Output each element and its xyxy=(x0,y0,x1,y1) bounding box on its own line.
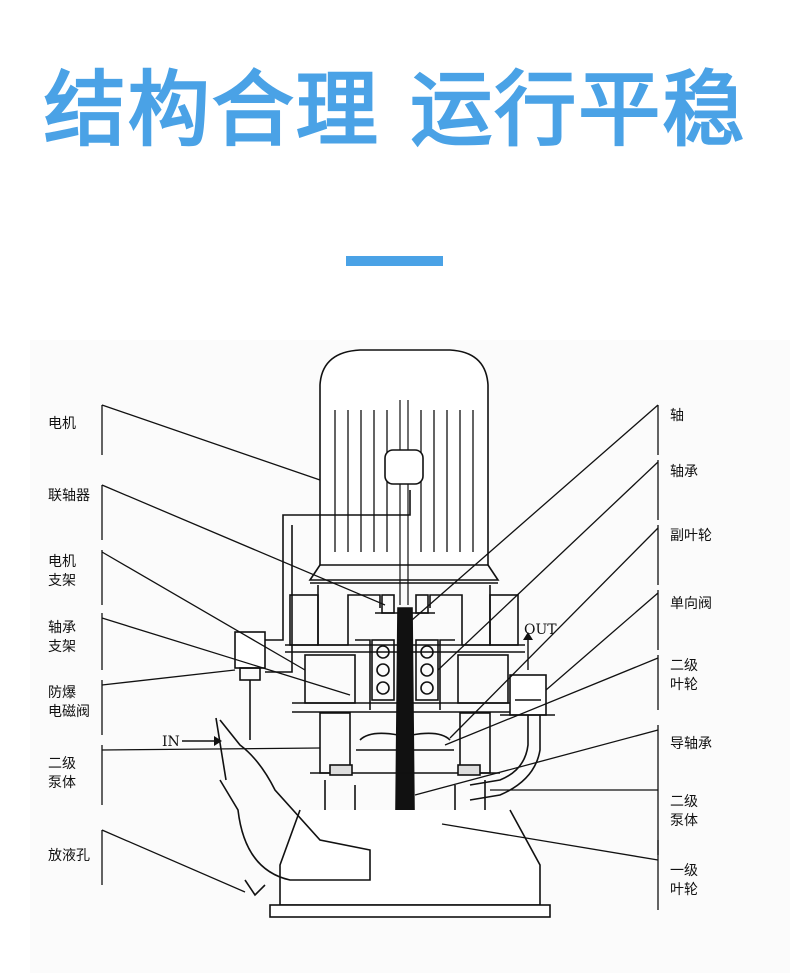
page-title: 结构合理 运行平稳 xyxy=(43,63,747,158)
label-line: 支架 xyxy=(48,573,76,589)
label-line: 二级 xyxy=(670,794,698,810)
bearing-part xyxy=(371,639,439,701)
label-line: 单向阀 xyxy=(670,596,712,612)
label-line: 导轴承 xyxy=(670,736,712,752)
label-right-guide-bearing: 导轴承 xyxy=(670,736,712,752)
pump-structure-diagram: IN OUT 电机联轴器电机支架轴承支架防爆电磁阀二级泵体放液孔轴轴 xyxy=(30,340,790,973)
label-line: 叶轮 xyxy=(670,677,698,693)
outlet-label: OUT xyxy=(524,622,557,638)
label-right-shaft: 轴 xyxy=(670,408,684,424)
label-line: 支架 xyxy=(48,639,76,655)
inlet-arrow xyxy=(182,736,222,746)
outlet-arrow xyxy=(523,632,533,670)
label-line: 泵体 xyxy=(670,813,698,829)
label-right-stage1-impeller: 一级叶轮 xyxy=(670,863,698,898)
label-line: 轴 xyxy=(670,408,684,424)
inlet-label: IN xyxy=(162,734,180,750)
motor-body xyxy=(308,349,500,605)
outlet-check-valve xyxy=(469,674,555,801)
label-right-stage2-casing-right: 二级泵体 xyxy=(670,794,698,829)
label-line: 联轴器 xyxy=(48,488,90,504)
label-line: 轴承 xyxy=(670,464,698,480)
label-left-solenoid-valve: 防爆电磁阀 xyxy=(48,685,90,720)
label-line: 电机 xyxy=(48,416,76,432)
label-line: 泵体 xyxy=(48,775,76,791)
label-right-bearing: 轴承 xyxy=(670,464,698,480)
label-left-bearing-bracket: 轴承支架 xyxy=(48,620,76,655)
pump-base xyxy=(279,809,541,906)
label-left-stage2-casing-left: 二级泵体 xyxy=(48,756,76,791)
label-line: 防爆 xyxy=(48,685,76,701)
label-right-stage2-impeller: 二级叶轮 xyxy=(670,658,698,693)
label-line: 轴承 xyxy=(48,620,76,636)
title-underline-bar xyxy=(346,256,443,266)
label-line: 放液孔 xyxy=(48,848,90,864)
label-line: 副叶轮 xyxy=(670,528,712,544)
label-left-drain-hole: 放液孔 xyxy=(48,848,90,864)
label-line: 二级 xyxy=(670,658,698,674)
label-line: 电机 xyxy=(48,554,76,570)
label-line: 一级 xyxy=(670,863,698,879)
label-line: 电磁阀 xyxy=(48,704,90,720)
label-left-motor-bracket: 电机支架 xyxy=(48,554,76,589)
shaft-part xyxy=(395,607,415,821)
label-left-motor: 电机 xyxy=(48,416,76,432)
label-line: 二级 xyxy=(48,756,76,772)
label-left-coupling: 联轴器 xyxy=(48,488,90,504)
label-right-check-valve: 单向阀 xyxy=(670,596,712,612)
label-right-auxiliary-impeller: 副叶轮 xyxy=(670,528,712,544)
label-line: 叶轮 xyxy=(670,882,698,898)
